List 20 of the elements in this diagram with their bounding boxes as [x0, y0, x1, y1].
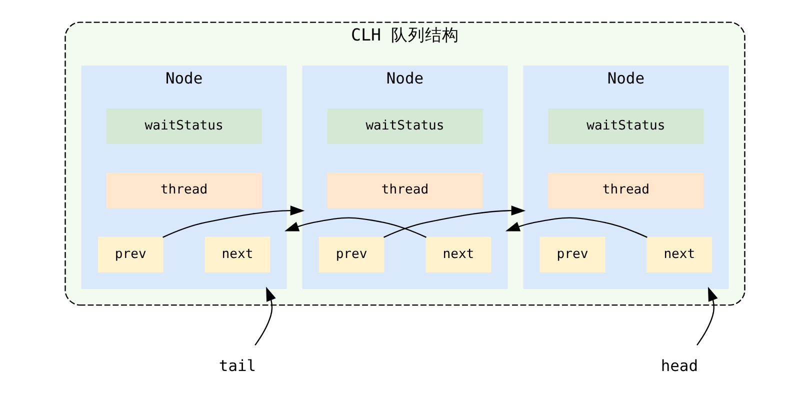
- node-box: next: [425, 236, 491, 272]
- node-box: prev: [318, 236, 384, 272]
- node-box: prev: [539, 236, 605, 272]
- node-box: thread: [548, 172, 704, 208]
- node-box: waitStatus: [106, 108, 262, 144]
- arrow: [254, 286, 276, 346]
- node-box: next: [646, 236, 712, 272]
- node-box: thread: [106, 172, 262, 208]
- node-box: waitStatus: [548, 108, 704, 144]
- arrow: [696, 286, 718, 346]
- arrow: [383, 206, 526, 238]
- arrow: [504, 217, 647, 238]
- node-box: thread: [326, 172, 482, 208]
- node-box: next: [204, 236, 270, 272]
- arrow: [284, 217, 426, 238]
- node-box: waitStatus: [326, 108, 482, 144]
- node-text: tail: [218, 356, 256, 375]
- arrow: [162, 206, 304, 238]
- node-text: head: [660, 356, 698, 375]
- node-box: prev: [97, 236, 163, 272]
